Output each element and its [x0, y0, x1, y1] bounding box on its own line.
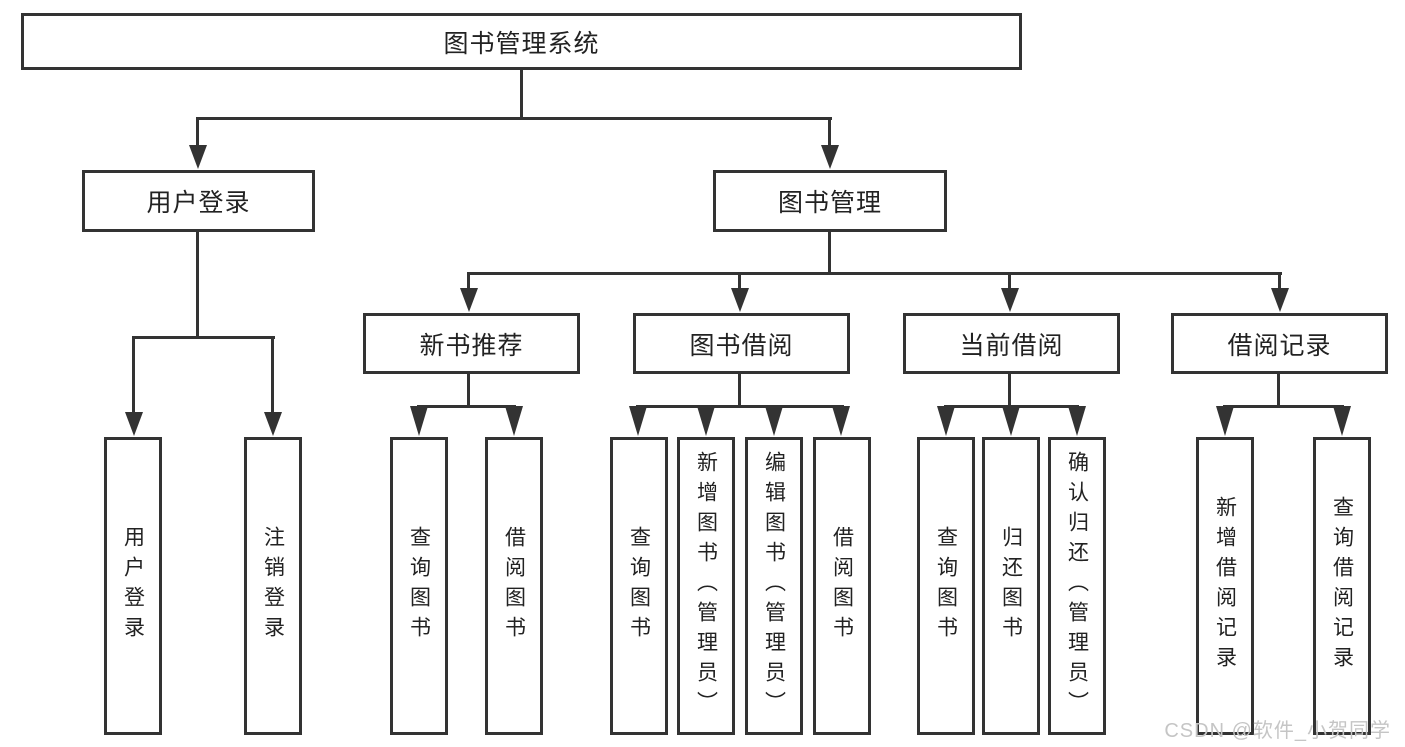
leaf-cb-return-books-label: 归还图书: [999, 526, 1023, 646]
connector-arm-borrow-records: [1278, 272, 1281, 289]
arrow-down-icon: [189, 145, 207, 169]
leaf-bb-edit-books-admin-label: 编辑图书（管理员）: [762, 451, 786, 721]
node-root-label: 图书管理系统: [443, 29, 600, 58]
connector-book-management-stem: [828, 231, 831, 275]
leaf-cb-confirm-return-admin-label: 确认归还（管理员）: [1065, 451, 1089, 721]
node-book-borrow: 图书借阅: [633, 313, 850, 374]
leaf-logout: 注销登录: [244, 437, 302, 735]
node-user-login: 用户登录: [82, 170, 315, 232]
connector-arm-book-borrow: [738, 272, 741, 289]
node-book-borrow-label: 图书借阅: [689, 331, 794, 360]
leaf-br-query-borrow-record-label: 查询借阅记录: [1330, 496, 1354, 676]
leaf-bb-borrow-books-label: 借阅图书: [830, 526, 854, 646]
arrow-down-icon: [1216, 406, 1234, 436]
leaf-br-add-borrow-record: 新增借阅记录: [1196, 437, 1254, 735]
connector-borrow-records-stem: [1277, 374, 1280, 408]
leaf-nb-borrow-books-label: 借阅图书: [502, 526, 526, 646]
leaf-br-query-borrow-record: 查询借阅记录: [1313, 437, 1371, 735]
node-new-book-recommend-label: 新书推荐: [419, 331, 524, 360]
leaf-bb-add-books-admin: 新增图书（管理员）: [677, 437, 735, 735]
connector-new-book-stem: [467, 374, 470, 408]
arrow-down-icon: [1271, 288, 1289, 312]
leaf-bb-add-books-admin-label: 新增图书（管理员）: [694, 451, 718, 721]
connector-current-borrow-stem: [1008, 374, 1011, 408]
leaf-bb-borrow-books: 借阅图书: [813, 437, 871, 735]
arrow-down-icon: [505, 406, 523, 436]
leaf-cb-confirm-return-admin: 确认归还（管理员）: [1048, 437, 1106, 735]
node-user-login-label: 用户登录: [146, 189, 251, 217]
csdn-watermark: CSDN @软件_小贺同学: [1164, 720, 1391, 742]
arrow-down-icon: [410, 406, 428, 436]
leaf-cb-return-books: 归还图书: [982, 437, 1040, 735]
connector-book-borrow-rail: [636, 405, 844, 408]
leaf-logout-label: 注销登录: [261, 526, 285, 646]
arrow-down-icon: [731, 288, 749, 312]
connector-level2-rail: [467, 272, 1282, 275]
arrow-down-icon: [125, 412, 143, 436]
node-book-management-label: 图书管理: [777, 189, 882, 217]
arrow-down-icon: [1068, 406, 1086, 436]
arrow-down-icon: [264, 412, 282, 436]
connector-user-login-rail: [132, 336, 275, 339]
connector-user-login-stem: [196, 231, 199, 339]
connector-arm-user-login: [196, 117, 199, 147]
connector-level1-rail: [196, 117, 832, 120]
node-current-borrow: 当前借阅: [903, 313, 1120, 374]
connector-arm-leaf-login: [132, 336, 135, 412]
arrow-down-icon: [937, 406, 955, 436]
leaf-nb-borrow-books: 借阅图书: [485, 437, 543, 735]
arrow-down-icon: [460, 288, 478, 312]
node-borrow-records-label: 借阅记录: [1227, 331, 1332, 360]
leaf-nb-query-books: 查询图书: [390, 437, 448, 735]
connector-arm-current-borrow: [1008, 272, 1011, 289]
leaf-bb-query-books-label: 查询图书: [627, 526, 651, 646]
arrow-down-icon: [629, 406, 647, 436]
leaf-bb-edit-books-admin: 编辑图书（管理员）: [745, 437, 803, 735]
connector-arm-new-book: [467, 272, 470, 289]
connector-book-borrow-stem: [738, 374, 741, 408]
node-borrow-records: 借阅记录: [1171, 313, 1388, 374]
arrow-down-icon: [832, 406, 850, 436]
connector-arm-book-management: [828, 117, 831, 147]
arrow-down-icon: [765, 406, 783, 436]
node-new-book-recommend: 新书推荐: [363, 313, 580, 374]
leaf-cb-query-books-label: 查询图书: [934, 526, 958, 646]
arrow-down-icon: [697, 406, 715, 436]
arrow-down-icon: [1001, 288, 1019, 312]
connector-borrow-records-rail: [1223, 405, 1344, 408]
connector-root-stem: [520, 69, 523, 119]
node-book-management: 图书管理: [713, 170, 947, 232]
arrow-down-icon: [1333, 406, 1351, 436]
leaf-bb-query-books: 查询图书: [610, 437, 668, 735]
connector-new-book-rail: [417, 405, 516, 408]
leaf-user-login-label: 用户登录: [121, 526, 145, 646]
node-current-borrow-label: 当前借阅: [959, 331, 1064, 360]
leaf-cb-query-books: 查询图书: [917, 437, 975, 735]
arrow-down-icon: [821, 145, 839, 169]
leaf-br-add-borrow-record-label: 新增借阅记录: [1213, 496, 1237, 676]
node-root-library-system: 图书管理系统: [21, 13, 1022, 70]
connector-arm-leaf-logout: [271, 336, 274, 412]
leaf-nb-query-books-label: 查询图书: [407, 526, 431, 646]
leaf-user-login: 用户登录: [104, 437, 162, 735]
arrow-down-icon: [1002, 406, 1020, 436]
